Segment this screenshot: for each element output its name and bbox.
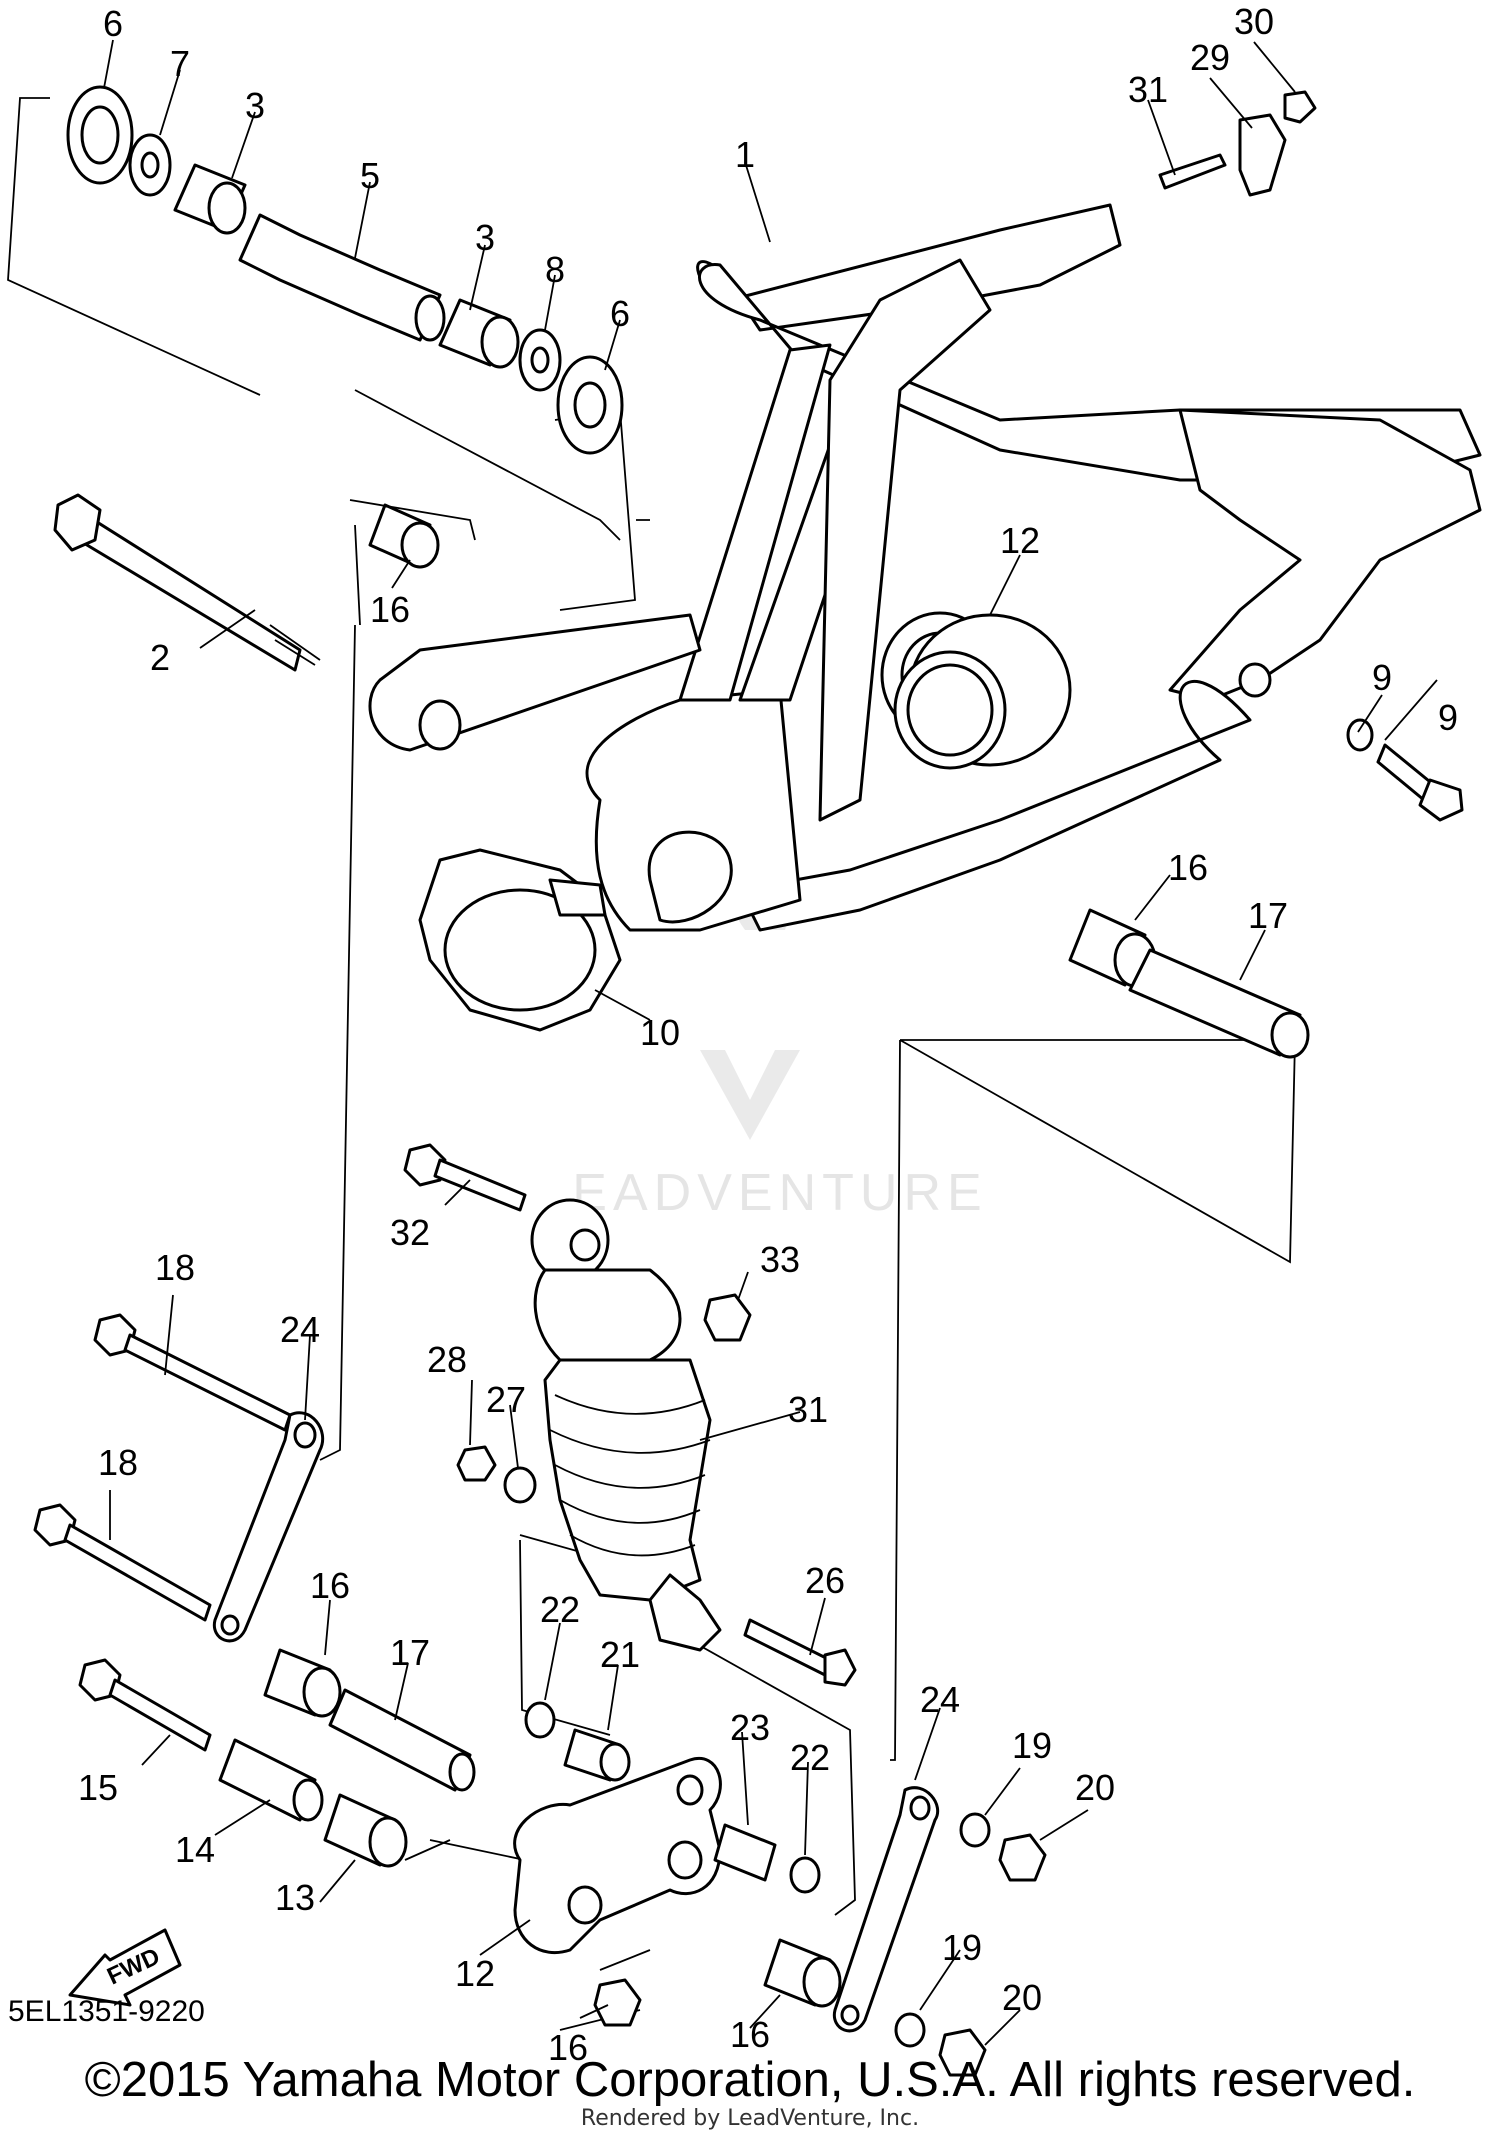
callout-22a: 22 <box>540 1589 580 1630</box>
relay-arm-housing <box>368 613 702 752</box>
watermark-text: EADVENTURE <box>572 1164 987 1222</box>
swingarm <box>585 203 1482 932</box>
callout-33: 33 <box>760 1239 800 1280</box>
bolt-32 <box>403 1143 527 1212</box>
nut-15 <box>593 1978 642 2027</box>
callout-24b: 24 <box>920 1679 960 1720</box>
bolt-18-upper <box>93 1313 292 1432</box>
washer-22-left <box>524 1701 556 1739</box>
callout-16c: 16 <box>310 1565 350 1606</box>
callout-19b: 19 <box>942 1927 982 1968</box>
callout-5b: 6 <box>610 293 630 334</box>
callout-13: 14 <box>175 1829 215 1870</box>
nut-33 <box>703 1293 752 1342</box>
callout-10: 12 <box>1000 520 1040 561</box>
callout-23: 23 <box>730 1707 770 1748</box>
callout-22b: 22 <box>790 1737 830 1778</box>
cover-9 <box>418 848 622 1032</box>
shock-absorber <box>530 1198 722 1652</box>
diagram-code: 5EL1351-9220 <box>8 1995 205 2028</box>
callout-12: 13 <box>275 1877 315 1918</box>
nut-20-upper <box>998 1833 1047 1882</box>
callout-19a: 19 <box>1012 1725 1052 1766</box>
callout-7: 9 <box>1438 697 1458 738</box>
callout-17b: 17 <box>390 1632 430 1673</box>
plate-stud-nut <box>1158 90 1317 197</box>
callout-5: 6 <box>103 3 123 44</box>
callout-15: 16 <box>548 2027 588 2068</box>
callout-32: 32 <box>390 1212 430 1253</box>
upper-bearing-16 <box>368 503 440 569</box>
bolt-14 <box>78 1658 212 1752</box>
callout-17a: 17 <box>1248 895 1288 936</box>
right-bearing-collar <box>1068 908 1310 1059</box>
callout-14: 15 <box>78 1767 118 1808</box>
callout-numbers: 6 7 3 5 3 8 6 1 30 29 31 12 2 16 9 9 16 … <box>78 1 1458 2068</box>
callout-6: 7 <box>170 43 190 84</box>
callout-25: 26 <box>805 1560 845 1601</box>
callout-8: 9 <box>1372 657 1392 698</box>
callout-16b: 16 <box>1168 847 1208 888</box>
callout-6b: 8 <box>545 249 565 290</box>
washer-22-right <box>789 1856 821 1894</box>
relay-arm-11 <box>513 1756 722 1955</box>
callout-28: 29 <box>1190 37 1230 78</box>
callout-11: 12 <box>455 1953 495 1994</box>
link-24-right <box>832 1786 940 2033</box>
bolt-25 <box>743 1618 857 1687</box>
callout-21: 21 <box>600 1634 640 1675</box>
callout-20a: 20 <box>1075 1767 1115 1808</box>
callout-9: 10 <box>640 1012 680 1053</box>
collar-23 <box>713 1823 777 1882</box>
link-24-left <box>212 1411 325 1643</box>
callout-26: 27 <box>486 1379 526 1420</box>
copyright-text: ©2015 Yamaha Motor Corporation, U.S.A. A… <box>84 2053 1416 2107</box>
callout-3: 3 <box>245 85 265 126</box>
washer-19-lower <box>894 2012 926 2048</box>
nut-20-lower <box>938 2028 987 2077</box>
callout-1: 1 <box>735 134 755 175</box>
fwd-arrow-icon: FWD <box>68 1928 182 2007</box>
rendered-by-text: Rendered by LeadVenture, Inc. <box>580 2106 920 2131</box>
callout-16d: 16 <box>730 2014 770 2055</box>
bearing-21 <box>563 1728 631 1782</box>
collar-17-lower <box>328 1688 476 1792</box>
callout-16a: 16 <box>370 589 410 630</box>
callout-30: 31 <box>1128 69 1168 110</box>
nut-27-washer-26 <box>456 1445 537 1504</box>
callout-29: 30 <box>1234 1 1274 42</box>
callout-20b: 20 <box>1002 1977 1042 2018</box>
washer-19-upper <box>959 1812 991 1848</box>
bushing-10 <box>893 613 1072 770</box>
callout-2: 2 <box>150 637 170 678</box>
callout-24a: 24 <box>280 1309 320 1350</box>
callout-18a: 18 <box>155 1247 195 1288</box>
bolt-7 <box>1346 718 1464 822</box>
leader-lines <box>103 39 1438 2046</box>
bolt-18-lower <box>33 1503 212 1622</box>
callout-3b: 3 <box>475 217 495 258</box>
collar-4 <box>238 213 442 342</box>
pivot-shaft-parts <box>66 85 624 455</box>
collar-13 <box>218 1738 324 1822</box>
callout-18b: 18 <box>98 1442 138 1483</box>
bearing-12 <box>323 1793 408 1868</box>
bearing-16-lower-right <box>763 1938 842 2008</box>
pivot-bolt <box>53 493 321 672</box>
bearing-16-lower-left <box>263 1648 342 1718</box>
callout-4: 5 <box>360 155 380 196</box>
callout-31: 31 <box>788 1389 828 1430</box>
callout-27: 28 <box>427 1339 467 1380</box>
